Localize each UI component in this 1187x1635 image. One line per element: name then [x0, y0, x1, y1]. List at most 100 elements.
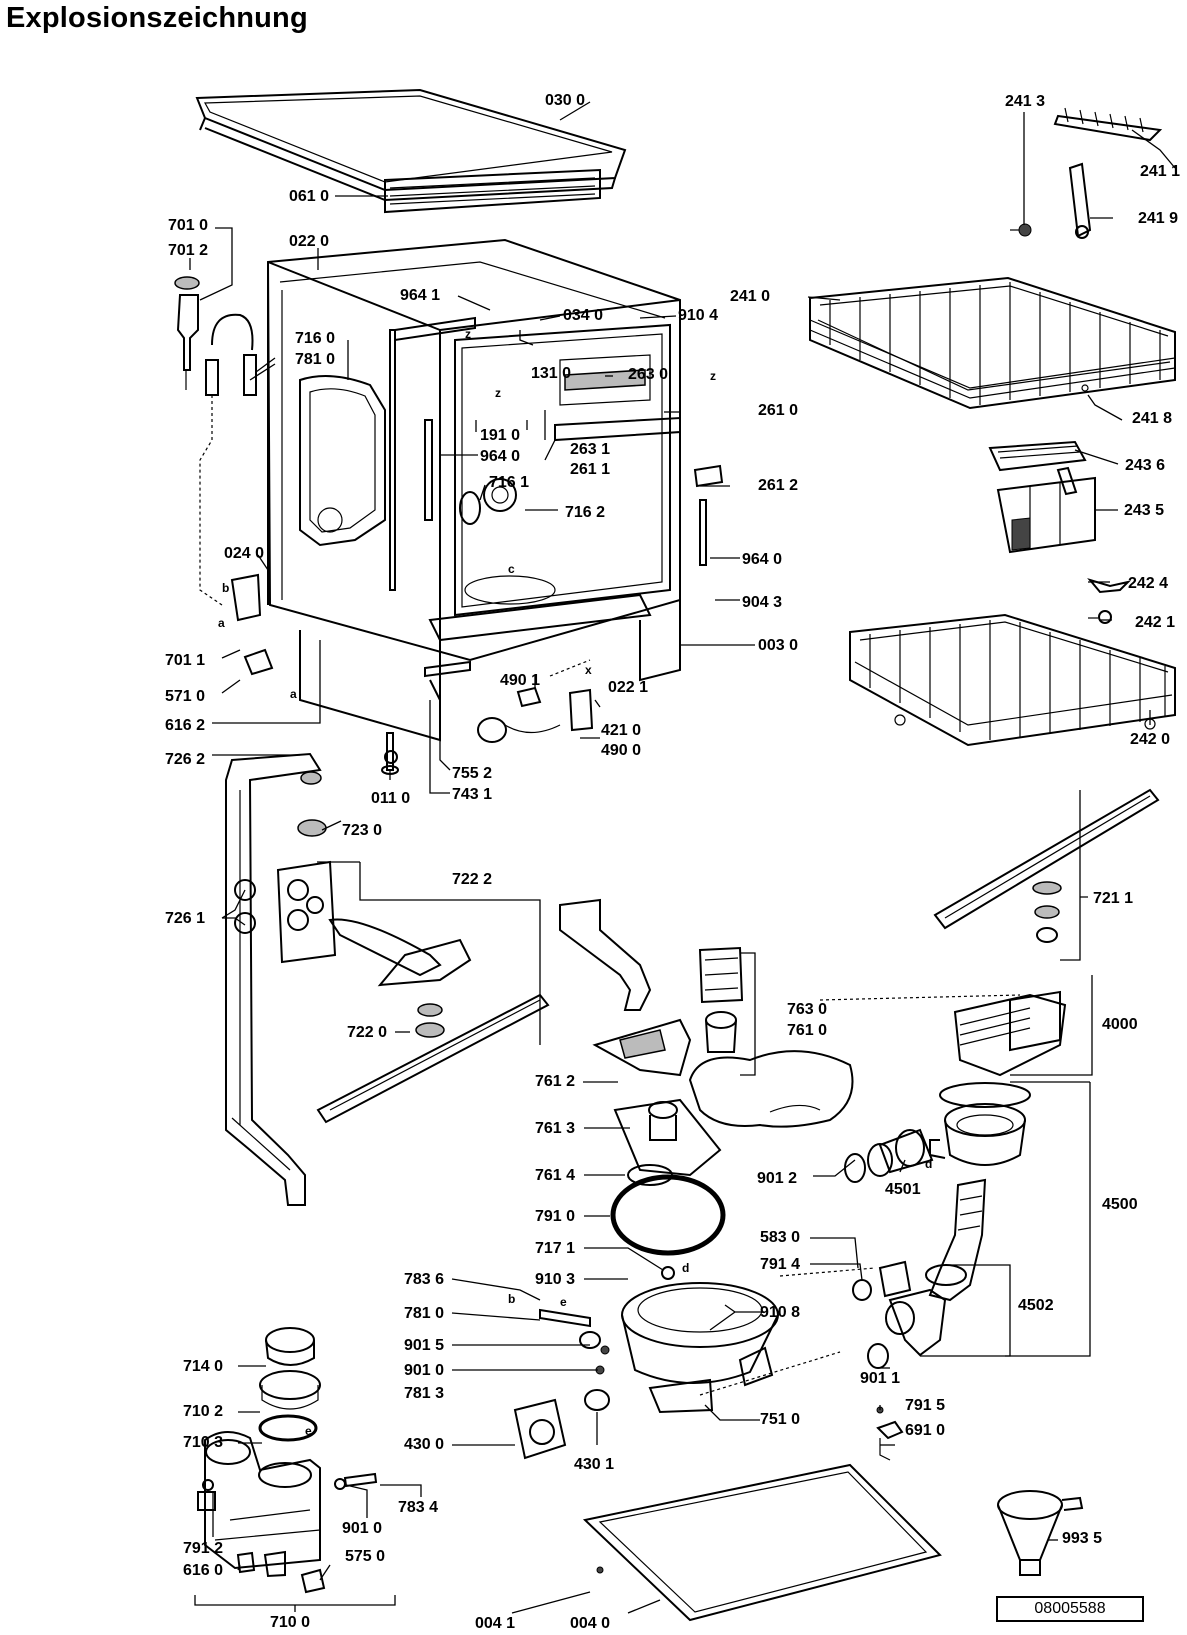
part-label-783-6: 783 6 — [404, 1271, 445, 1288]
part-label-710-3: 710 3 — [183, 1434, 224, 1451]
part-label-261-2: 261 2 — [758, 477, 799, 494]
part-label-743-1: 743 1 — [452, 786, 493, 803]
part-label-781-0-top: 781 0 — [295, 351, 336, 368]
part-label-571-0: 571 0 — [165, 688, 206, 705]
part-label-003-0: 003 0 — [758, 637, 799, 654]
part-label-901-0-mid: 901 0 — [404, 1362, 445, 1379]
part-label-901-0-bottom: 901 0 — [342, 1520, 383, 1537]
base-components — [381, 660, 594, 775]
part-label-430-0: 430 0 — [404, 1436, 445, 1453]
part-label-791-5: 791 5 — [905, 1397, 946, 1414]
leader-lines — [189, 101, 1176, 1614]
part-label-901-5: 901 5 — [404, 1337, 445, 1354]
basket-wheels — [1087, 578, 1132, 624]
part-label-701-1: 701 1 — [165, 652, 206, 669]
part-label-421-0: 421 0 — [601, 722, 642, 739]
part-label-024-0: 024 0 — [224, 545, 265, 562]
connector-letter-z-1: z — [465, 327, 471, 341]
part-label-791-0: 791 0 — [535, 1208, 576, 1225]
part-label-034-0: 034 0 — [563, 307, 604, 324]
part-label-964-0-left: 964 0 — [480, 448, 521, 465]
part-label-964-0-right: 964 0 — [742, 551, 783, 568]
part-label-241-1: 241 1 — [1140, 163, 1181, 180]
base-plate-004-0 — [582, 1463, 942, 1622]
part-label-004-1: 004 1 — [475, 1615, 516, 1632]
part-label-761-3: 761 3 — [535, 1120, 576, 1137]
part-label-910-8: 910 8 — [760, 1304, 801, 1321]
part-label-263-0: 263 0 — [628, 366, 669, 383]
part-label-910-3: 910 3 — [535, 1271, 576, 1288]
part-label-243-6: 243 6 — [1125, 457, 1166, 474]
sump-parts-761-3 — [613, 1098, 722, 1186]
part-label-4500: 4500 — [1102, 1196, 1138, 1213]
connector-letter-b: b — [222, 581, 230, 595]
part-label-755-2: 755 2 — [452, 765, 493, 782]
part-label-261-1: 261 1 — [570, 461, 611, 478]
part-label-242-4: 242 4 — [1128, 575, 1169, 592]
part-label-716-2: 716 2 — [565, 504, 606, 521]
part-label-242-0: 242 0 — [1130, 731, 1171, 748]
water-softener-710-0 — [197, 1327, 326, 1594]
part-label-710-2: 710 2 — [183, 1403, 224, 1420]
cutlery-basket-243-5 — [988, 440, 1096, 554]
part-label-716-0: 716 0 — [295, 330, 336, 347]
filter-763-0 — [688, 946, 854, 1128]
part-label-726-2: 726 2 — [165, 751, 206, 768]
connector-letter-a: a — [218, 616, 225, 630]
lower-basket-242-0 — [849, 613, 1176, 747]
connector-letter-e-1: e — [560, 1295, 567, 1309]
part-label-761-0: 761 0 — [787, 1022, 828, 1039]
circulation-motor-4000 — [939, 990, 1067, 1108]
part-label-022-0: 022 0 — [289, 233, 330, 250]
part-label-781-0-bottom: 781 0 — [404, 1305, 445, 1322]
upper-spray-arm-721-1 — [933, 788, 1160, 943]
part-label-964-1: 964 1 — [400, 287, 441, 304]
part-label-261-0: 261 0 — [758, 402, 799, 419]
part-label-022-1: 022 1 — [608, 679, 649, 696]
supply-tube-726-1 — [225, 750, 398, 1206]
heater-pump-4500 — [844, 1103, 1026, 1357]
part-label-241-9: 241 9 — [1138, 210, 1179, 227]
part-label-030-0: 030 0 — [545, 92, 586, 109]
part-label-791-2: 791 2 — [183, 1540, 224, 1557]
part-label-575-0: 575 0 — [345, 1548, 386, 1565]
part-label-004-0: 004 0 — [570, 1615, 611, 1632]
connector-letter-z-2: z — [495, 386, 501, 400]
part-label-721-1: 721 1 — [1093, 890, 1134, 907]
sump-cover-761-2 — [592, 1018, 692, 1077]
part-label-751-0: 751 0 — [760, 1411, 801, 1428]
part-label-191-0: 191 0 — [480, 427, 521, 444]
part-label-714-0: 714 0 — [183, 1358, 224, 1375]
part-label-761-4: 761 4 — [535, 1167, 576, 1184]
part-label-726-1: 726 1 — [165, 910, 206, 927]
part-label-4502: 4502 — [1018, 1297, 1054, 1314]
part-label-710-0: 710 0 — [270, 1614, 311, 1631]
part-label-691-0: 691 0 — [905, 1422, 946, 1439]
worktop-lid-030-0 — [195, 88, 627, 202]
tub-cabinet-022-0 — [266, 238, 724, 742]
part-label-722-2: 722 2 — [452, 871, 493, 888]
part-label-263-1: 263 1 — [570, 441, 611, 458]
part-label-701-0: 701 0 — [168, 217, 209, 234]
part-label-616-0: 616 0 — [183, 1562, 224, 1579]
part-label-910-4: 910 4 — [678, 307, 719, 324]
insulation-strip-061-0 — [384, 168, 601, 214]
part-label-761-2: 761 2 — [535, 1073, 576, 1090]
part-label-490-0: 490 0 — [601, 742, 642, 759]
part-label-993-5: 993 5 — [1062, 1530, 1103, 1547]
part-label-791-4: 791 4 — [760, 1256, 801, 1273]
part-label-723-0: 723 0 — [342, 822, 383, 839]
part-label-061-0: 061 0 — [289, 188, 330, 205]
part-label-717-1: 717 1 — [535, 1240, 576, 1257]
connector-letter-a-2: a — [290, 687, 297, 701]
document-number: 08005588 — [996, 1596, 1144, 1622]
part-label-583-0: 583 0 — [760, 1229, 801, 1246]
pump-430-0 — [513, 1389, 610, 1460]
sump-housing-751-0 — [621, 1266, 779, 1414]
part-label-701-2: 701 2 — [168, 242, 209, 259]
part-label-783-4: 783 4 — [398, 1499, 439, 1516]
connector-letter-z-3: z — [710, 369, 716, 383]
part-label-901-1: 901 1 — [860, 1370, 901, 1387]
basket-clips — [1010, 107, 1163, 392]
